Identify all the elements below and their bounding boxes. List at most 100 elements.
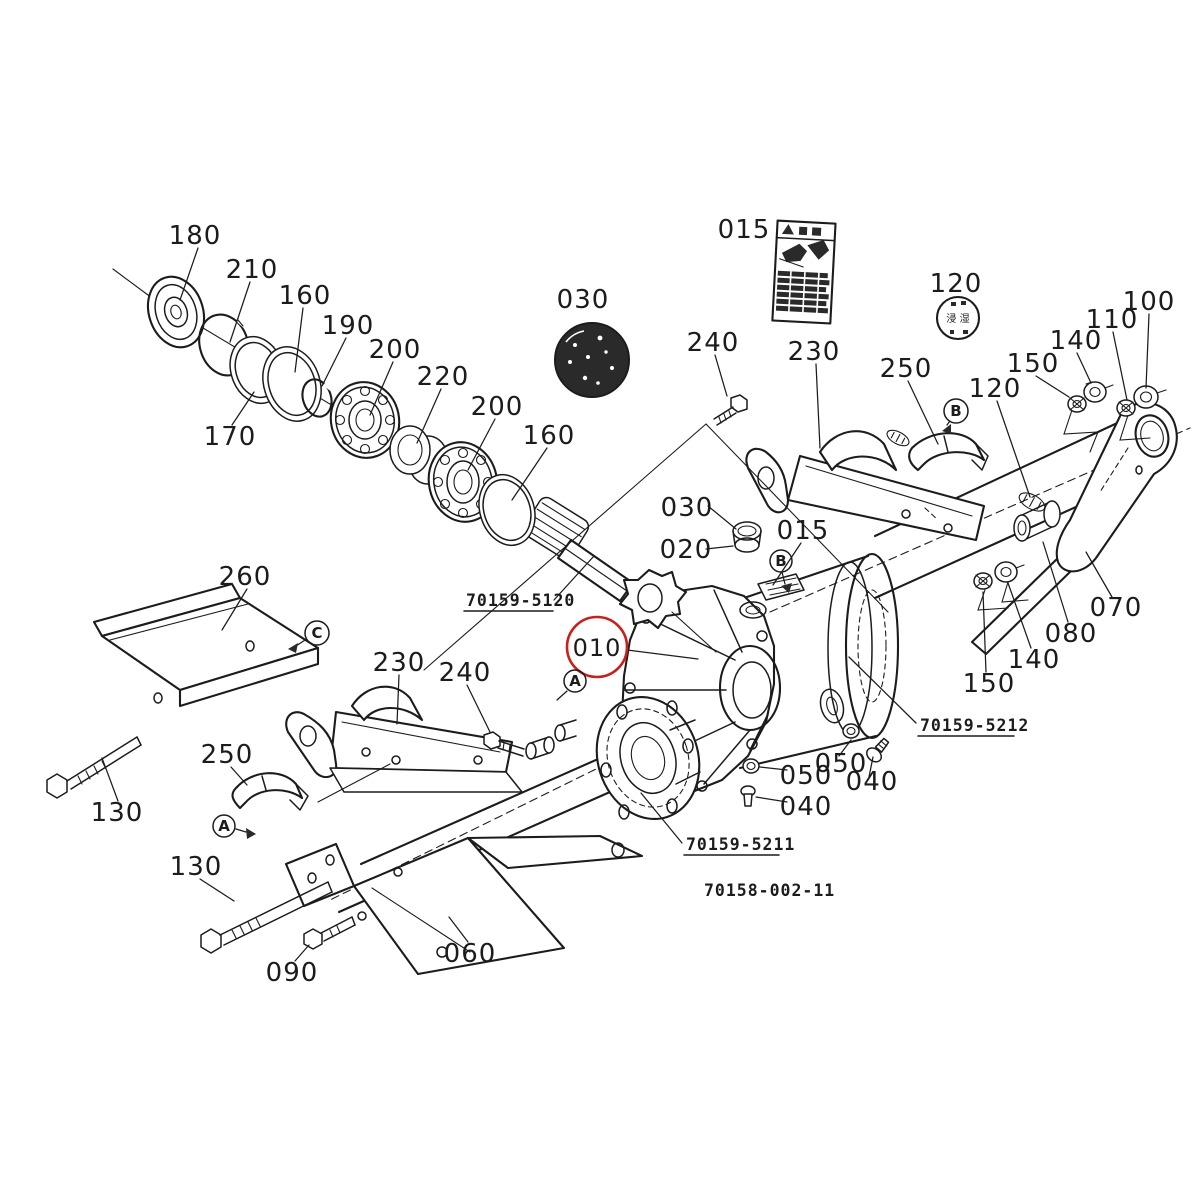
warning-label-015 — [771, 219, 837, 325]
callout-080: 080 — [1045, 619, 1098, 649]
bolt-130-lower — [200, 881, 333, 954]
nut-100 — [1133, 385, 1167, 409]
bolt-240-lower — [483, 719, 577, 760]
svg-text:B: B — [950, 402, 961, 420]
svg-text:A: A — [218, 817, 230, 835]
callout-190: 190 — [322, 311, 375, 341]
callout-070: 070 — [1090, 593, 1143, 623]
bevel-gear — [618, 568, 688, 630]
callout-015-top: 015 — [718, 215, 771, 245]
bolt-240-upper — [713, 394, 748, 426]
bracket-060 — [284, 834, 644, 976]
bracket-070 — [970, 401, 1178, 656]
callout-230-top: 230 — [788, 337, 841, 367]
svg-text:B: B — [775, 552, 786, 570]
callout-170: 170 — [204, 422, 257, 452]
pinion-shaft — [522, 496, 717, 653]
callout-200-a: 200 — [369, 335, 422, 365]
bubble-b-2: B — [769, 549, 793, 593]
hub-bore-outer — [718, 644, 782, 732]
callout-210: 210 — [226, 255, 279, 285]
bolt-090 — [303, 916, 356, 950]
code-gear-case: 70159-5212 — [920, 716, 1029, 735]
plug-030-disc — [554, 322, 630, 398]
washer-110 — [1116, 399, 1136, 417]
washer-150-b — [973, 572, 993, 590]
callout-050-a: 050 — [780, 761, 833, 791]
callout-230-b: 230 — [373, 648, 426, 678]
callout-240-top: 240 — [687, 328, 740, 358]
callout-110: 110 — [1086, 305, 1139, 335]
case-decal-015-location — [757, 573, 805, 601]
warning-triangle-icon — [781, 224, 794, 235]
callout-160-a: 160 — [279, 281, 332, 311]
svg-text:A: A — [569, 672, 581, 690]
gear-case — [620, 552, 900, 794]
ring-160-a — [262, 346, 322, 422]
callout-100: 100 — [1123, 287, 1176, 317]
clamp-250-upper — [908, 432, 989, 472]
callout-090: 090 — [266, 958, 319, 988]
callout-140-b: 140 — [1008, 645, 1061, 675]
callout-150-b: 150 — [963, 669, 1016, 699]
bubble-c: C — [288, 620, 330, 653]
callout-240-b: 240 — [439, 658, 492, 688]
bubble-a-2: A — [212, 814, 256, 839]
callout-260: 260 — [219, 562, 272, 592]
ring-160-b — [478, 474, 536, 546]
callout-060: 060 — [444, 939, 497, 969]
nut-140 — [1083, 381, 1114, 403]
reference-bubbles: C A A B B — [212, 398, 969, 839]
bracket-230-lower — [285, 685, 523, 803]
callout-140-a: 140 — [1050, 326, 1103, 356]
washer-150 — [1067, 395, 1087, 413]
seal-180 — [146, 275, 206, 349]
hardware-050-040 — [740, 723, 890, 807]
callout-180: 180 — [169, 221, 222, 251]
callout-020: 020 — [660, 535, 713, 565]
callout-120-b: 120 — [969, 374, 1022, 404]
bubble-a-1: A — [556, 669, 587, 701]
breather-plug-030-020 — [732, 521, 762, 553]
seal-bearing-stack — [146, 275, 536, 546]
part-codes: 70159-5120 70159-5212 70159-5211 70158-0… — [463, 555, 1029, 900]
callout-220: 220 — [417, 362, 470, 392]
side-port — [819, 688, 845, 724]
callout-200-b: 200 — [471, 392, 524, 422]
callout-labels: 180 210 160 190 200 220 200 160 170 030 … — [91, 215, 1176, 988]
filler-boss — [739, 601, 767, 619]
bubble-b-1: B — [942, 398, 969, 434]
callout-010-highlighted: 010 — [573, 634, 622, 662]
callout-250-b: 250 — [201, 740, 254, 770]
callout-120-top: 120 — [930, 269, 983, 299]
highlight-circle-010 — [565, 615, 629, 679]
svg-text:C: C — [311, 624, 322, 642]
callout-040-a: 040 — [780, 792, 833, 822]
code-pinion-shaft: 70159-5120 — [466, 591, 575, 610]
decal-text: 浸 湿 — [946, 313, 969, 325]
callout-040-b: 040 — [846, 767, 899, 797]
callout-050-b: 050 — [815, 749, 868, 779]
bushing-080 — [1013, 500, 1061, 542]
nut-140-b — [994, 561, 1025, 583]
bracket-230-upper — [745, 430, 986, 542]
code-axle-case: 70159-5211 — [686, 835, 795, 854]
callout-250-top: 250 — [880, 354, 933, 384]
assembly-lines — [423, 423, 889, 671]
code-drawing-number: 70158-002-11 — [704, 881, 835, 900]
clamp-250-lower — [231, 772, 309, 811]
callout-015-mid: 015 — [777, 516, 830, 546]
leader-lines — [101, 247, 1150, 962]
callout-150-a: 150 — [1007, 349, 1060, 379]
pictogram — [781, 243, 808, 263]
callout-130-a: 130 — [91, 798, 144, 828]
hub-bore-inner — [732, 661, 772, 719]
flange-bolt-holes — [600, 700, 694, 820]
plate-260 — [92, 582, 320, 708]
bolt-130-upper — [46, 736, 142, 799]
callout-030-mid: 030 — [661, 493, 714, 523]
bearing-200-a — [329, 381, 401, 459]
callout-130-b: 130 — [170, 852, 223, 882]
